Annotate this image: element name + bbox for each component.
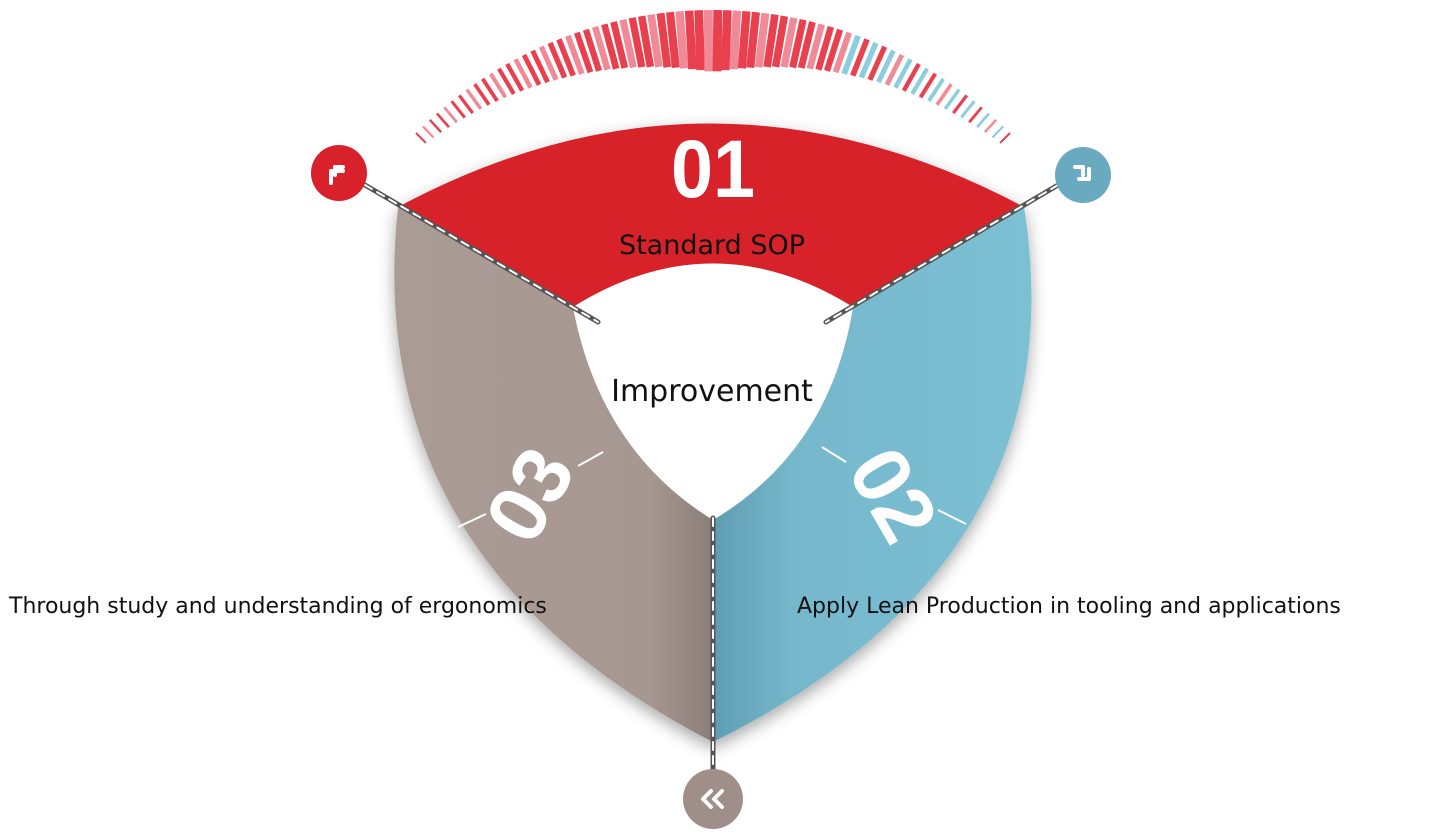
stripe-mark — [435, 112, 450, 128]
stripe-mark — [746, 11, 760, 69]
stripe-mark — [422, 125, 435, 139]
stripe-mark — [450, 100, 466, 119]
stripe-mark — [694, 10, 706, 71]
stripe-mark — [457, 94, 475, 115]
stripe-mark — [876, 49, 896, 84]
segment-03-shape — [394, 207, 713, 742]
stripe-mark — [628, 17, 646, 68]
stripe-mark — [428, 118, 443, 134]
stripe-mark — [850, 38, 870, 77]
stripe-mark — [465, 88, 483, 110]
stripe-mark — [573, 31, 594, 74]
stripe-mark — [867, 45, 888, 81]
stripe-mark — [797, 21, 816, 69]
stripe-mark — [918, 72, 938, 99]
stripe-mark — [884, 53, 905, 86]
segment-01-shape — [398, 123, 1024, 307]
stripe-mark — [943, 88, 961, 110]
segment-03-caption: Through study and understanding of ergon… — [8, 594, 547, 619]
stripe-mark — [684, 10, 697, 70]
double-chevron-left-icon — [683, 769, 743, 829]
stripe-mark — [538, 45, 559, 81]
stripe-mark — [637, 15, 655, 68]
stripe-mark — [530, 49, 550, 84]
stripe-mark — [910, 67, 929, 95]
stripe-mark — [505, 62, 525, 92]
stripe-mark — [556, 38, 576, 77]
stripe-mark — [601, 23, 620, 70]
stripe-mark — [983, 118, 998, 134]
stripe-mark — [789, 19, 807, 69]
stripe-mark — [666, 11, 680, 69]
stripe-mark — [901, 62, 921, 92]
segment-01-title: Standard SOP — [619, 230, 805, 261]
stripe-mark — [858, 41, 879, 79]
stripe-mark — [960, 100, 976, 119]
stripe-mark — [712, 9, 723, 72]
stripe-mark — [497, 67, 516, 95]
stripe-mark — [703, 9, 714, 72]
stripe-mark — [415, 132, 427, 144]
stripe-mark — [806, 23, 825, 70]
stripe-mark — [488, 72, 508, 99]
stripe-mark — [968, 106, 983, 124]
stripe-mark — [729, 10, 742, 70]
stripe-mark — [619, 19, 637, 69]
stripe-mark — [720, 10, 732, 71]
stripe-mark — [521, 53, 542, 86]
stripe-mark — [481, 77, 499, 103]
double-chevron-down-right-icon — [1055, 147, 1111, 203]
stripe-mark — [763, 14, 779, 68]
stripe-mark — [443, 106, 458, 124]
stripe-mark — [656, 12, 672, 68]
stripe-mark — [976, 112, 991, 128]
stripe-mark — [547, 41, 568, 79]
stripe-mark — [754, 12, 770, 68]
stripe-mark — [999, 132, 1011, 144]
segment-02-shape — [713, 207, 1032, 742]
segment-01-number: 01 — [671, 124, 755, 215]
stripe-mark — [815, 25, 835, 71]
number-separators — [457, 446, 967, 528]
stripe-mark — [513, 58, 533, 89]
stripe-mark — [591, 25, 611, 71]
stripe-mark — [647, 14, 663, 68]
stripe-mark — [893, 58, 913, 89]
center-hub — [573, 263, 853, 520]
stripe-mark — [565, 34, 585, 75]
center-label: Improvement — [611, 374, 813, 409]
stripe-mark — [780, 17, 798, 68]
stripe-mark — [582, 28, 603, 72]
stripe-mark — [951, 94, 969, 115]
stripe-mark — [737, 11, 751, 69]
stripe-mark — [991, 125, 1004, 139]
double-chevron-up-left-icon — [311, 145, 367, 201]
stripe-mark — [927, 77, 945, 103]
stripe-mark — [935, 83, 953, 106]
stripe-mark — [473, 83, 491, 106]
stripe-mark — [610, 21, 629, 69]
stripe-mark — [841, 34, 861, 75]
stripe-mark — [675, 11, 689, 69]
stripe-mark — [823, 28, 844, 72]
stitched-dividers — [362, 182, 1061, 793]
stripe-mark — [771, 15, 789, 68]
stripe-mark — [832, 31, 853, 74]
decorative-stripe-arc — [415, 9, 1011, 144]
segment-02-caption: Apply Lean Production in tooling and app… — [797, 594, 1341, 619]
